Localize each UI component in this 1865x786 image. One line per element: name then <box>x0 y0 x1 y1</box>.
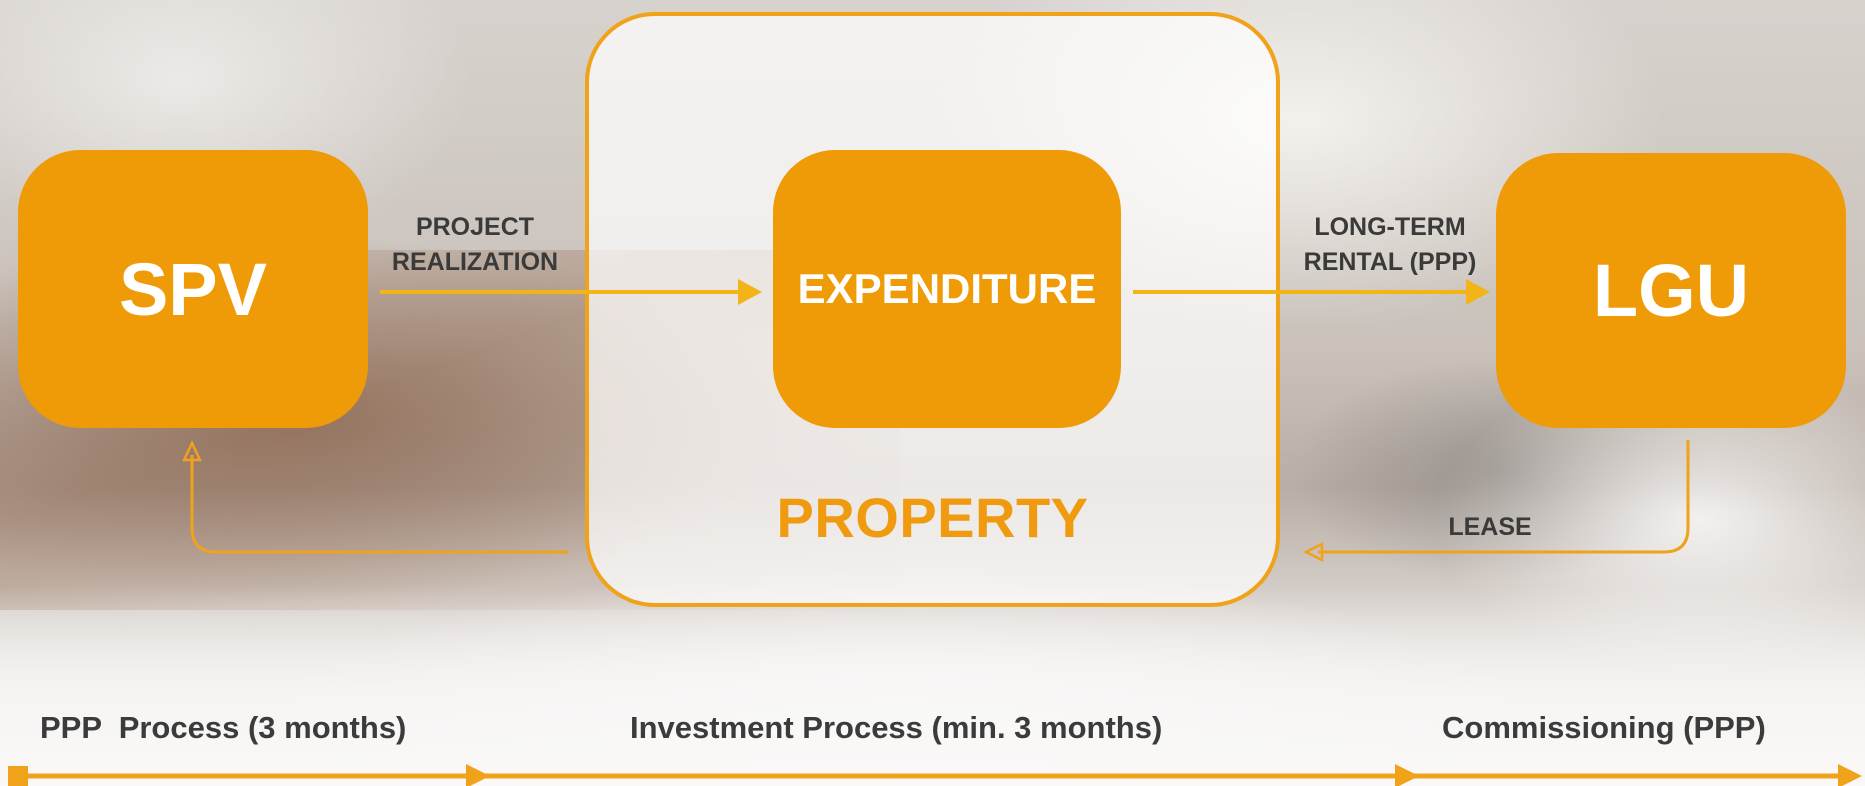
expenditure-label: EXPENDITURE <box>797 265 1097 312</box>
expenditure-box: EXPENDITURE <box>773 150 1121 428</box>
long-term-rental-line-1: LONG-TERM <box>1314 213 1466 241</box>
project-realization-line-1: PROJECT <box>415 213 535 241</box>
timeline-commissioning: Commissioning (PPP) <box>1442 710 1766 745</box>
property-frame <box>585 12 1280 607</box>
project-realization-line-2: REALIZATION <box>391 248 559 276</box>
lgu-box: LGU <box>1496 153 1846 428</box>
long-term-rental-line-2: RENTAL (PPP) <box>1303 248 1477 276</box>
background-desk-surface <box>0 586 1865 786</box>
arrowhead-lease <box>1303 541 1324 563</box>
timeline-marker-2 <box>1395 764 1419 786</box>
arrowhead-return-to-spv <box>182 440 202 462</box>
property-label: PROPERTY <box>776 486 1089 549</box>
long-term-rental-label: LONG-TERM RENTAL (PPP) <box>1285 210 1495 280</box>
lgu-label: LGU <box>1592 249 1750 332</box>
spv-label: SPV <box>118 247 268 331</box>
timeline-marker-1 <box>466 764 490 786</box>
arrow-lease <box>1318 440 1690 554</box>
timeline-start-marker <box>8 766 28 786</box>
timeline-ppp-process: PPP Process (3 months) <box>40 710 407 745</box>
project-realization-label: PROJECT REALIZATION <box>375 210 575 280</box>
timeline-end-marker <box>1838 764 1862 786</box>
timeline-investment-process: Investment Process (min. 3 months) <box>630 710 1163 745</box>
arrow-return-to-spv <box>190 455 568 554</box>
lease-label: LEASE <box>1448 513 1532 541</box>
arrowhead-long-term-rental <box>1466 279 1490 305</box>
arrowhead-project-realization <box>738 279 762 305</box>
spv-box: SPV <box>18 150 368 428</box>
